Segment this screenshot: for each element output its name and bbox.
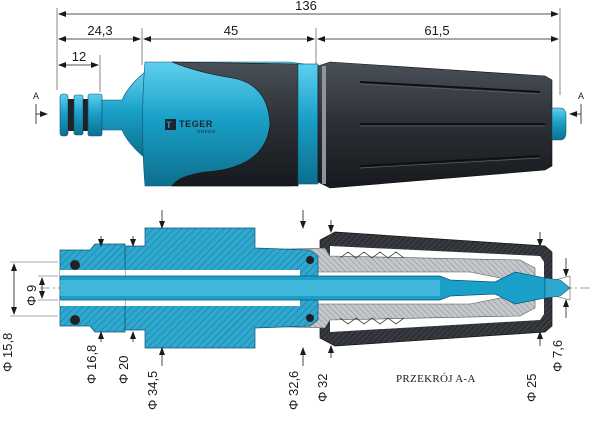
dia-32: Φ 32 bbox=[315, 374, 330, 402]
dia-32-6: Φ 32,6 bbox=[286, 371, 301, 410]
dia-16-8: Φ 16,8 bbox=[84, 345, 99, 384]
section-caption: PRZEKRÓJ A-A bbox=[396, 373, 476, 385]
dia-34-5: Φ 34,5 bbox=[145, 371, 160, 410]
section-view bbox=[10, 210, 590, 366]
dia-9: Φ 9 bbox=[24, 285, 39, 306]
teger-logo-icon bbox=[165, 119, 176, 130]
dia-7-6: Φ 7,6 bbox=[550, 340, 565, 372]
dim-overall: 136 bbox=[295, 0, 317, 13]
dia-15-8: Φ 15,8 bbox=[0, 333, 15, 372]
dia-25: Φ 25 bbox=[524, 374, 539, 402]
exterior-view: A A T TEGER GREEN bbox=[33, 61, 584, 189]
brand-name: TEGER bbox=[179, 119, 213, 129]
dim-nozzle-length: 61,5 bbox=[424, 23, 449, 38]
brand-sub: GREEN bbox=[197, 129, 216, 134]
dim-middle-length: 45 bbox=[224, 23, 238, 38]
dim-coupling-inner: 12 bbox=[72, 49, 86, 64]
section-mark-right: A bbox=[578, 91, 584, 101]
svg-text:T: T bbox=[166, 120, 172, 130]
section-mark-left: A bbox=[33, 91, 39, 101]
diameter-labels: Φ 15,8 Φ 9 Φ 16,8 Φ 20 Φ 34,5 Φ 32,6 Φ 3… bbox=[0, 285, 565, 410]
top-dimensions: 136 24,3 45 61,5 12 bbox=[56, 0, 561, 95]
dia-20: Φ 20 bbox=[116, 356, 131, 384]
dim-coupling-length: 24,3 bbox=[87, 23, 112, 38]
